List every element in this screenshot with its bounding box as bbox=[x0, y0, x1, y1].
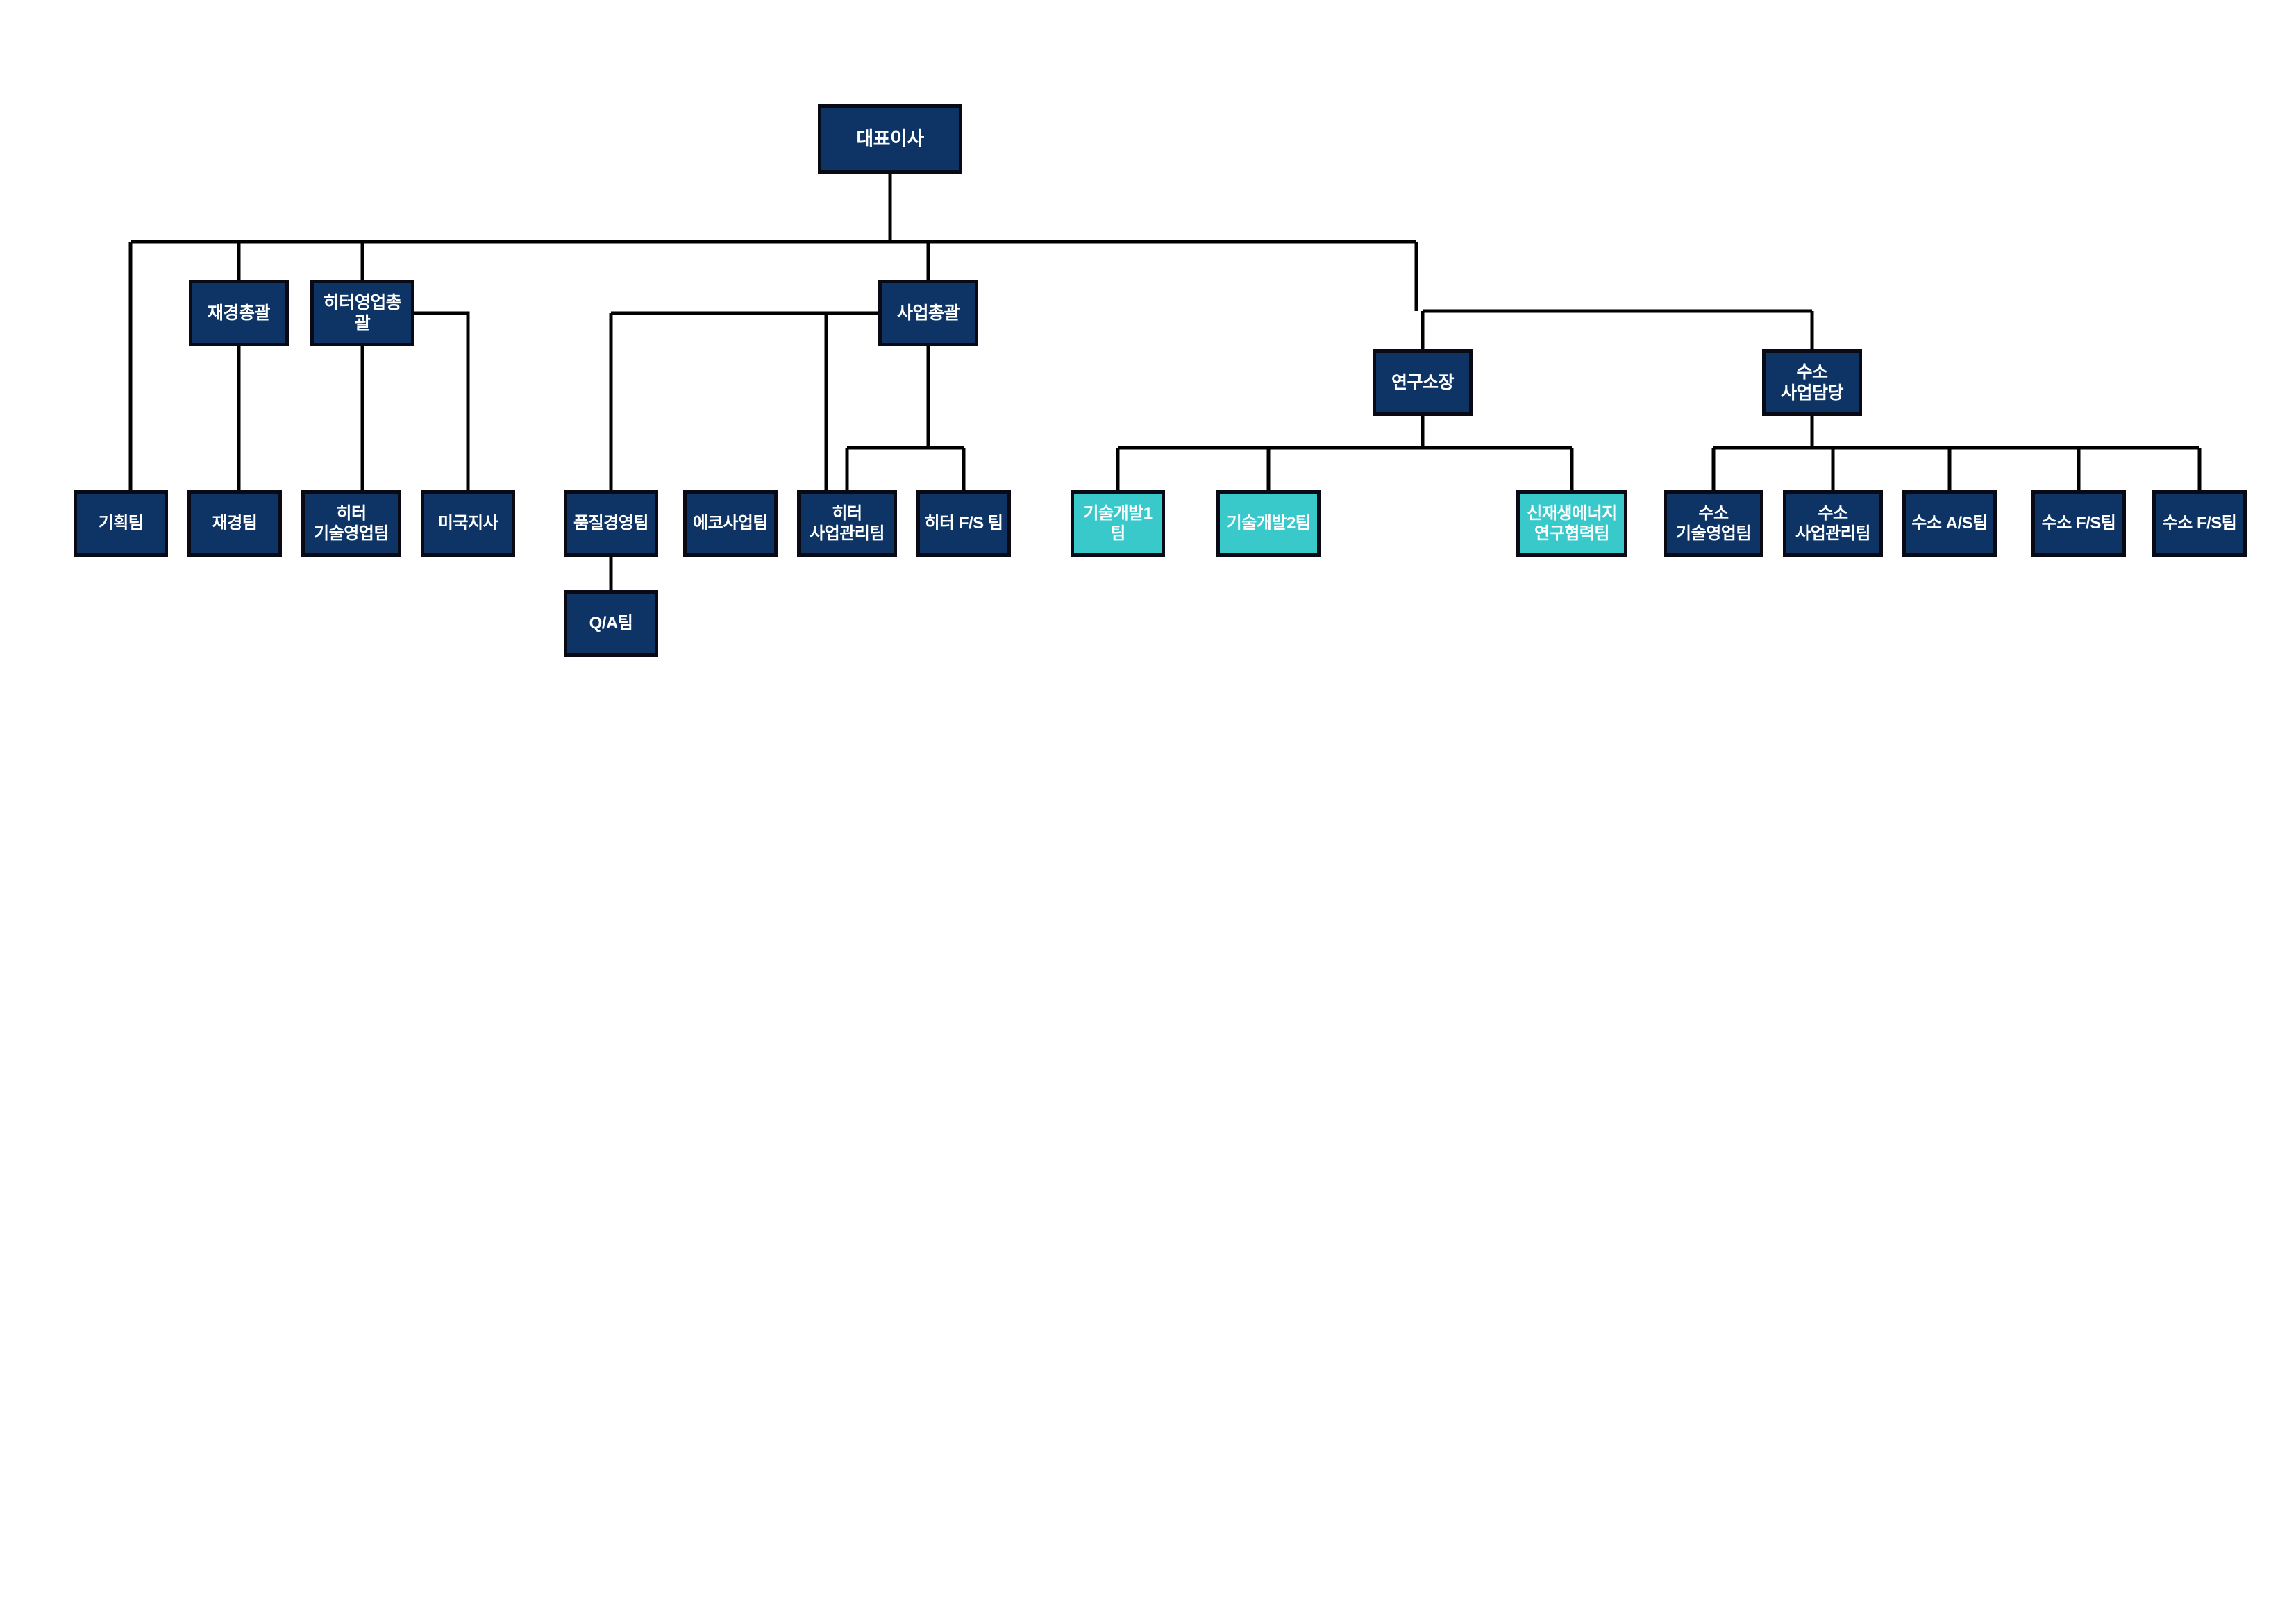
node-label: 수소 사업담당 bbox=[1780, 362, 1844, 403]
node-label: 연구소장 bbox=[1391, 372, 1455, 392]
node-label: Q/A팀 bbox=[589, 614, 633, 633]
node-h2-as-team[interactable]: 수소 A/S팀 bbox=[1902, 490, 1997, 557]
node-heater-biz-mgmt-team[interactable]: 히터 사업관리팀 bbox=[797, 490, 897, 557]
node-label: 히터영업총괄 bbox=[323, 292, 402, 334]
node-quality-mgmt-team[interactable]: 품질경영팀 bbox=[564, 490, 658, 557]
node-label: 기술개발1팀 bbox=[1083, 503, 1153, 543]
node-h2-fs-team-1[interactable]: 수소 F/S팀 bbox=[2031, 490, 2126, 557]
node-label: 수소 F/S팀 bbox=[2041, 514, 2116, 533]
node-label: 에코사업팀 bbox=[693, 514, 768, 533]
node-label: 재경팀 bbox=[212, 514, 258, 533]
node-eco-business-team[interactable]: 에코사업팀 bbox=[683, 490, 778, 557]
node-label: 품질경영팀 bbox=[573, 514, 648, 533]
node-label: 수소 F/S팀 bbox=[2162, 514, 2237, 533]
node-label: 재경총괄 bbox=[207, 303, 271, 323]
node-h2-biz-mgmt-team[interactable]: 수소 사업관리팀 bbox=[1783, 490, 1883, 557]
node-label: 수소 기술영업팀 bbox=[1676, 503, 1751, 543]
node-label: 신재생에너지 연구협력팀 bbox=[1527, 503, 1617, 543]
node-finance-head[interactable]: 재경총괄 bbox=[189, 280, 289, 346]
node-usa-branch[interactable]: 미국지사 bbox=[421, 490, 515, 557]
node-label: 기술개발2팀 bbox=[1226, 514, 1311, 533]
node-heater-fs-team[interactable]: 히터 F/S 팀 bbox=[916, 490, 1011, 557]
node-ceo[interactable]: 대표이사 bbox=[818, 104, 962, 174]
node-business-head[interactable]: 사업총괄 bbox=[878, 280, 978, 346]
node-label: 수소 A/S팀 bbox=[1911, 514, 1988, 533]
node-renewable-coop-team[interactable]: 신재생에너지 연구협력팀 bbox=[1516, 490, 1627, 557]
node-h2-tech-sales-team[interactable]: 수소 기술영업팀 bbox=[1664, 490, 1763, 557]
node-hydrogen-head[interactable]: 수소 사업담당 bbox=[1762, 349, 1862, 416]
node-rnd-team-2[interactable]: 기술개발2팀 bbox=[1216, 490, 1321, 557]
node-label: 대표이사 bbox=[856, 128, 924, 149]
node-research-head[interactable]: 연구소장 bbox=[1373, 349, 1473, 416]
node-finance-team[interactable]: 재경팀 bbox=[187, 490, 282, 557]
node-qa-team[interactable]: Q/A팀 bbox=[564, 590, 658, 657]
node-heater-tech-sales-team[interactable]: 히터 기술영업팀 bbox=[301, 490, 401, 557]
node-label: 사업총괄 bbox=[896, 303, 960, 323]
node-label: 히터 F/S 팀 bbox=[924, 514, 1003, 533]
node-label: 기획팀 bbox=[98, 514, 144, 533]
node-label: 미국지사 bbox=[437, 514, 498, 533]
node-planning-team[interactable]: 기획팀 bbox=[74, 490, 168, 557]
edge-business-head-to-left-group bbox=[824, 311, 878, 490]
node-rnd-team-1[interactable]: 기술개발1팀 bbox=[1071, 490, 1165, 557]
node-heater-sales-head[interactable]: 히터영업총괄 bbox=[310, 280, 414, 346]
node-label: 수소 사업관리팀 bbox=[1795, 503, 1870, 543]
edge-heater-sales-to-usa-branch bbox=[414, 311, 470, 490]
node-h2-fs-team-2[interactable]: 수소 F/S팀 bbox=[2152, 490, 2247, 557]
node-label: 히터 사업관리팀 bbox=[810, 503, 885, 543]
node-label: 히터 기술영업팀 bbox=[314, 503, 389, 543]
